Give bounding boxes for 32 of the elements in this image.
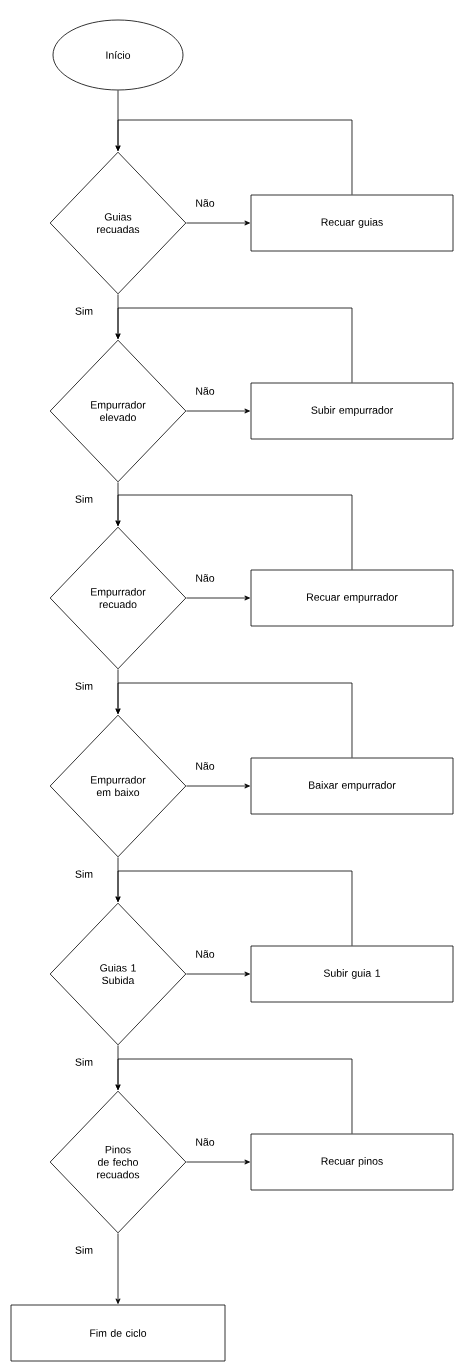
arrow	[115, 1233, 121, 1304]
edge-label: Não	[194, 386, 216, 396]
edge-label: Sim	[73, 681, 95, 691]
process-box: Subir guia 1	[250, 945, 454, 1003]
arrow	[186, 783, 250, 789]
edge-label: Não	[194, 949, 216, 959]
edge-label: Sim	[73, 306, 95, 316]
edge-label: Sim	[73, 869, 95, 879]
arrow	[115, 870, 353, 946]
arrow	[115, 682, 353, 758]
arrow	[186, 971, 250, 977]
edge-label: Não	[194, 761, 216, 771]
process-box: Recuar guias	[250, 194, 454, 252]
arrow	[186, 408, 250, 414]
arrow	[115, 307, 353, 383]
arrow	[186, 1159, 250, 1165]
edge-label: Não	[194, 1137, 216, 1147]
arrow	[186, 220, 250, 226]
arrow	[115, 119, 353, 195]
process-box: Recuar empurrador	[250, 569, 454, 627]
edge-label: Não	[194, 198, 216, 208]
arrow	[115, 1058, 353, 1134]
edge-label: Não	[194, 573, 216, 583]
process-box: Baixar empurrador	[250, 757, 454, 815]
process-box: Subir empurrador	[250, 382, 454, 440]
edge-label: Sim	[73, 1245, 95, 1255]
arrow	[115, 494, 353, 570]
process-box: Recuar pinos	[250, 1133, 454, 1191]
end-box: Fim de ciclo	[10, 1304, 226, 1362]
edge-label: Sim	[73, 494, 95, 504]
edge-label: Sim	[73, 1057, 95, 1067]
arrow	[186, 595, 250, 601]
